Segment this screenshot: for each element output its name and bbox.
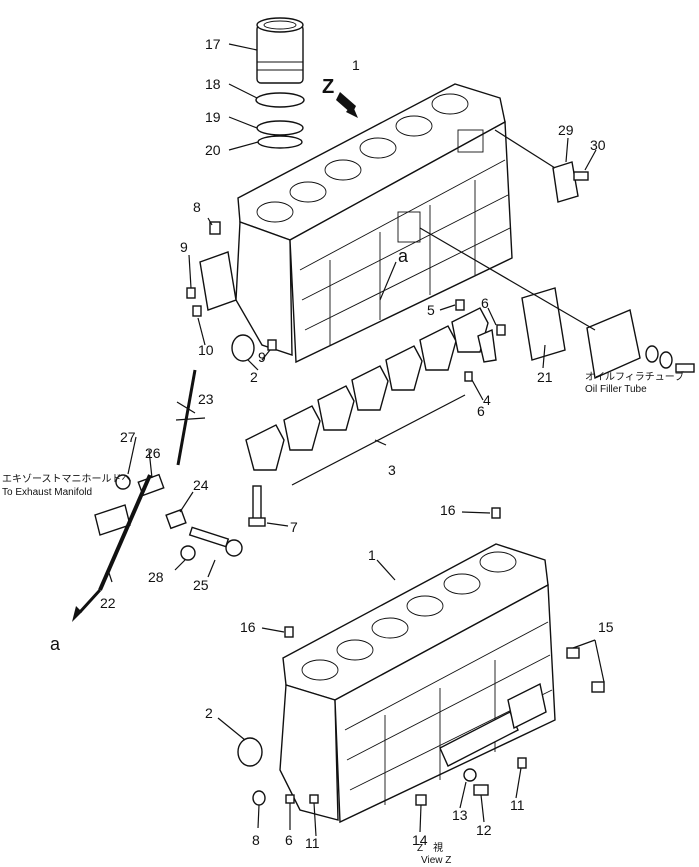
- cylinder-block-bottom: Z 視 View Z: [217, 507, 605, 866]
- label-27: 27: [120, 429, 136, 445]
- label-16-b: 16: [240, 619, 256, 635]
- view-z-en: View Z: [421, 855, 451, 866]
- label-11-b: 11: [305, 835, 320, 851]
- label-4: 4: [483, 392, 491, 408]
- ref-a-top: a: [398, 246, 409, 266]
- oil-filler-tube: オイルフィラチューブ Oil Filler Tube: [419, 227, 695, 395]
- label-24: 24: [193, 477, 209, 493]
- block-left-small-parts: [186, 217, 506, 401]
- label-12: 12: [476, 822, 492, 838]
- label-2-bottom: 2: [205, 705, 213, 721]
- part-labels: 17 18 19 20 1 29 30 8 9 10 2 9 5 6 21 4 …: [100, 36, 614, 851]
- label-9-b: 9: [258, 349, 266, 365]
- label-17: 17: [205, 36, 221, 52]
- cylinder-block-top: [235, 83, 513, 364]
- label-2-top: 2: [250, 369, 258, 385]
- exhaust-en: To Exhaust Manifold: [2, 487, 92, 498]
- label-19: 19: [205, 109, 221, 125]
- label-8-top: 8: [193, 199, 201, 215]
- cover-and-bolt: [494, 129, 597, 203]
- view-z-jp: Z 視: [417, 841, 443, 854]
- label-22: 22: [100, 595, 116, 611]
- label-14: 14: [412, 832, 428, 848]
- oil-filler-en: Oil Filler Tube: [585, 384, 647, 395]
- label-28: 28: [148, 569, 164, 585]
- label-6-c: 6: [285, 832, 293, 848]
- label-1-top: 1: [352, 57, 360, 73]
- main-bearing-caps: [245, 307, 497, 486]
- label-30: 30: [590, 137, 606, 153]
- label-3: 3: [388, 462, 396, 478]
- exhaust-jp: エキゾーストマニホールドへ: [2, 473, 132, 485]
- label-21: 21: [537, 369, 553, 385]
- label-9-a: 9: [180, 239, 188, 255]
- label-5: 5: [427, 302, 435, 318]
- label-23: 23: [198, 391, 214, 407]
- label-15: 15: [598, 619, 614, 635]
- cylinder-liner-group: [228, 17, 305, 151]
- oil-filler-jp: オイルフィラチューブ: [585, 370, 684, 383]
- view-z-arrow: Z: [322, 76, 358, 118]
- view-z-label: Z: [322, 76, 334, 98]
- label-6-a: 6: [481, 295, 489, 311]
- label-1-bottom: 1: [368, 547, 376, 563]
- label-11-a: 11: [510, 797, 525, 813]
- dipstick-assembly: エキゾーストマニホールドへ To Exhaust Manifold a: [2, 369, 243, 654]
- label-16-a: 16: [440, 502, 456, 518]
- label-7: 7: [290, 519, 298, 535]
- label-6-b: 6: [477, 403, 485, 419]
- label-25: 25: [193, 577, 209, 593]
- label-26: 26: [145, 445, 161, 461]
- label-10: 10: [198, 342, 214, 358]
- label-8-bottom: 8: [252, 832, 260, 848]
- bolt-7: [248, 485, 289, 527]
- label-29: 29: [558, 122, 574, 138]
- label-18: 18: [205, 76, 221, 92]
- label-13: 13: [452, 807, 468, 823]
- label-20: 20: [205, 142, 221, 158]
- ref-a-bottom: a: [50, 634, 61, 654]
